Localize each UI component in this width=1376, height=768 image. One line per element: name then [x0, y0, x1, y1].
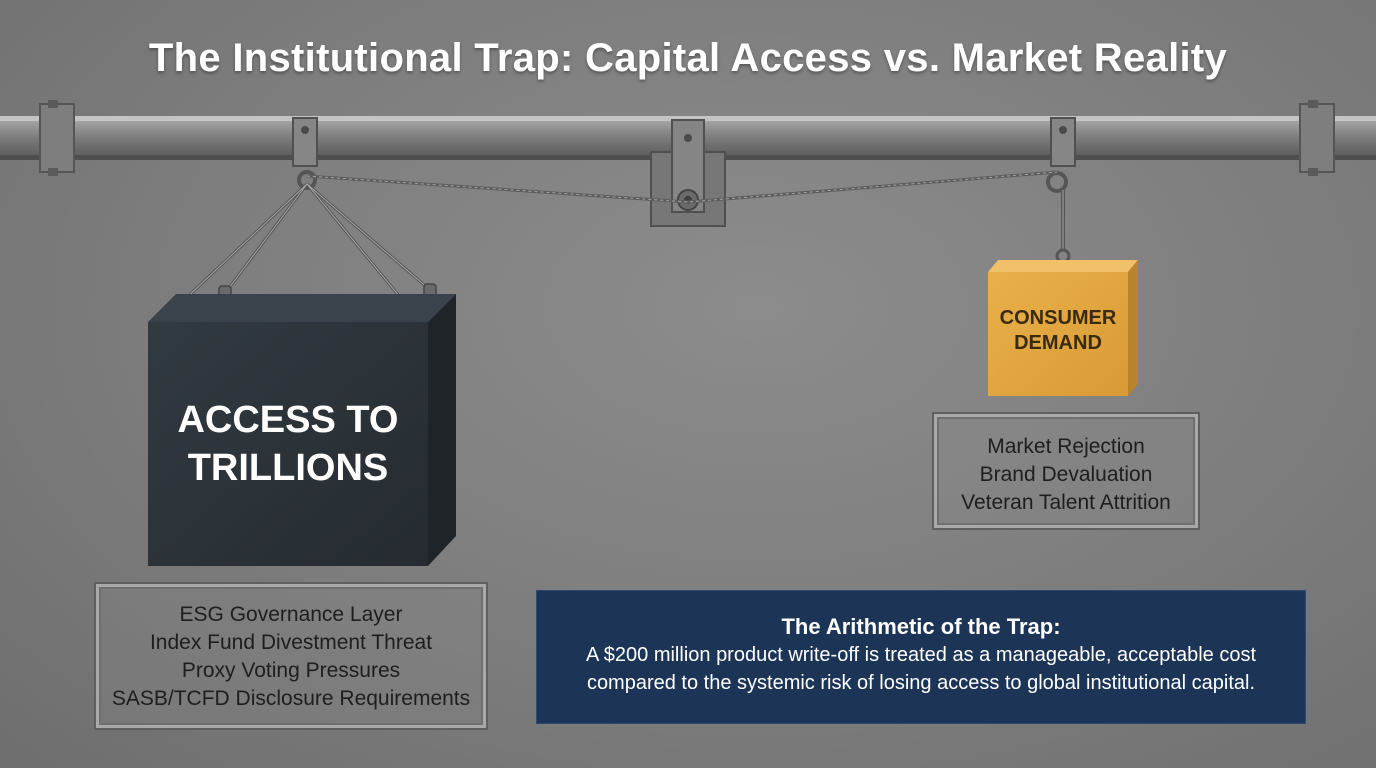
left-cables [180, 182, 431, 304]
consumer-label-line2: DEMAND [1014, 332, 1102, 354]
consequence-item: Veteran Talent Attrition [961, 491, 1171, 514]
arithmetic-callout: The Arithmetic of the Trap: A $200 milli… [536, 590, 1306, 724]
callout-heading: The Arithmetic of the Trap: [781, 614, 1061, 639]
right-hanger-clamp [1046, 117, 1076, 193]
market-consequences-cage: Market Rejection Brand Devaluation Veter… [934, 414, 1198, 528]
access-to-trillions-block [148, 294, 456, 566]
access-to-trillions-label: ACCESS TO TRILLIONS [148, 396, 428, 492]
consequence-item: Market Rejection [987, 435, 1145, 458]
access-label-line1: ACCESS TO [177, 399, 399, 441]
pressure-item: ESG Governance Layer [179, 603, 403, 626]
consumer-demand-block [988, 260, 1138, 396]
access-label-line2: TRILLIONS [187, 447, 389, 489]
pressure-item: Proxy Voting Pressures [181, 659, 401, 682]
right-cable [1055, 190, 1071, 264]
callout-body: A $200 million product write-off is trea… [585, 644, 1257, 694]
pressure-item: Index Fund Divestment Threat [149, 631, 433, 654]
consequence-item: Brand Devaluation [979, 463, 1153, 486]
consumer-demand-label: CONSUMER DEMAND [988, 306, 1128, 356]
left-end-bracket [39, 100, 75, 176]
institutional-pressures-cage: ESG Governance Layer Index Fund Divestme… [96, 584, 486, 728]
consumer-label-line1: CONSUMER [999, 307, 1117, 329]
pivot-bracket [650, 119, 726, 227]
pressure-item: SASB/TCFD Disclosure Requirements [111, 687, 471, 710]
page-title: The Institutional Trap: Capital Access v… [148, 36, 1228, 80]
left-hanger-clamp [292, 117, 318, 190]
right-end-bracket [1299, 100, 1335, 176]
